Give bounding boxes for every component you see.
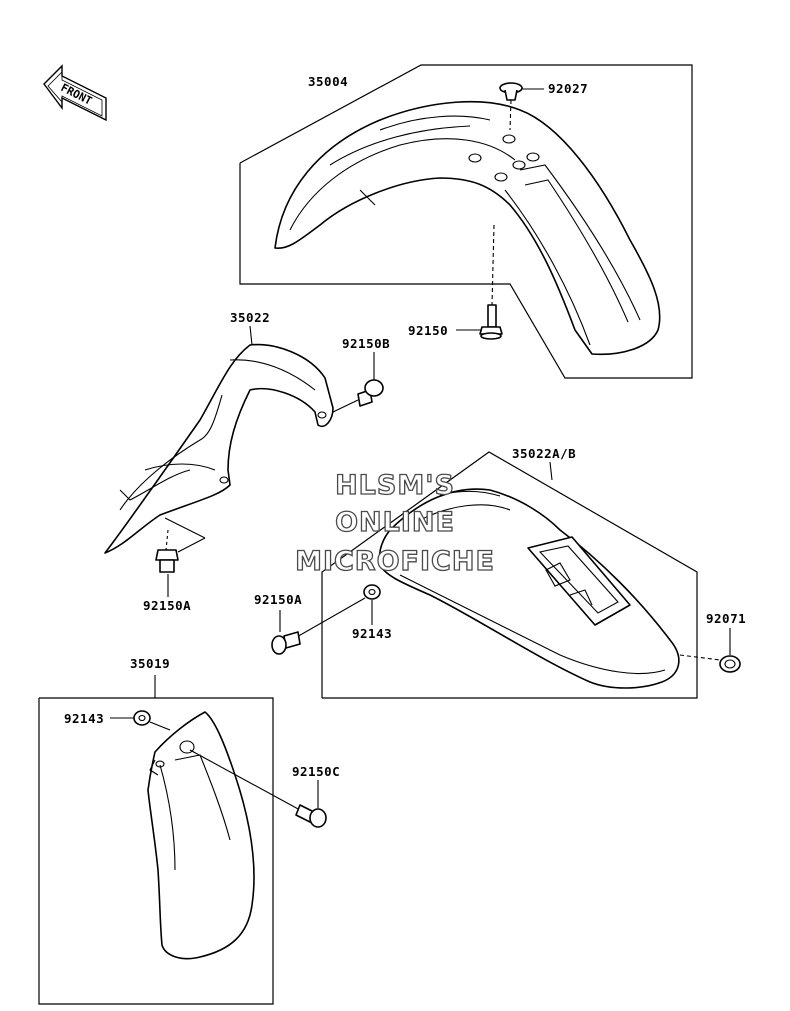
label-35004: 35004 — [308, 74, 348, 89]
label-92143-mid: 92143 — [352, 626, 392, 641]
label-92071: 92071 — [706, 611, 746, 626]
bolt-92150A-lower — [271, 597, 366, 655]
guard-35019 — [147, 711, 255, 960]
label-35022AB: 35022A/B — [512, 446, 576, 461]
front-arrow-icon: FRONT — [43, 64, 107, 122]
label-92143-low: 92143 — [64, 711, 104, 726]
bolt-92150 — [479, 224, 503, 340]
bolt-92150B — [332, 379, 384, 413]
front-fender-35004 — [274, 100, 661, 356]
label-92150C: 92150C — [292, 764, 340, 779]
bolt-92150A-upper — [155, 529, 179, 573]
label-92027: 92027 — [548, 81, 588, 96]
bolt-92150C — [189, 749, 327, 828]
watermark-line2: ONLINE — [335, 507, 455, 538]
inner-fender-35022 — [104, 343, 334, 554]
grommet-92071 — [679, 654, 741, 673]
label-92150A-lower: 92150A — [254, 592, 302, 607]
label-92150A-upper: 92150A — [143, 598, 191, 613]
watermark-line1: HLSM'S — [335, 470, 455, 501]
group-box-35019 — [38, 697, 274, 1005]
washer-92027 — [499, 82, 523, 101]
washer-92143-mid — [363, 584, 381, 600]
label-92150: 92150 — [408, 323, 448, 338]
label-92150B: 92150B — [342, 336, 390, 351]
washer-92143-low — [133, 710, 171, 731]
rear-fender-35022AB — [378, 488, 680, 689]
group-box-35004 — [239, 64, 693, 379]
watermark-line3: MICROFICHE — [295, 546, 495, 577]
label-35022: 35022 — [230, 310, 270, 325]
label-35019: 35019 — [130, 656, 170, 671]
group-box-35022AB — [321, 451, 698, 699]
